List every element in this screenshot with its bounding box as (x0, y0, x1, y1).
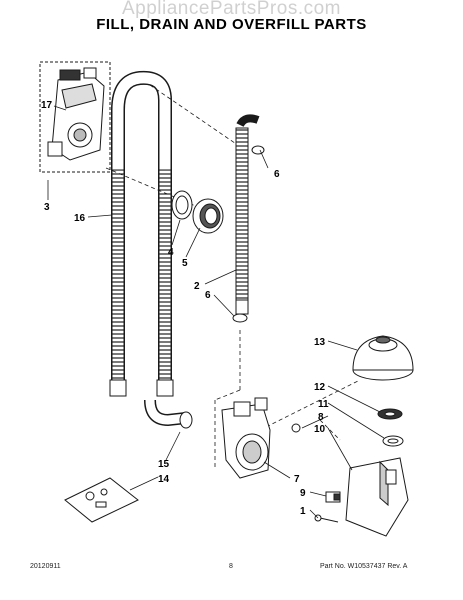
leader-lines (105, 84, 361, 470)
callout-5: 5 (182, 258, 188, 269)
footer-part-number: Part No. W10537437 Rev. A (320, 563, 408, 570)
callout-6-upper: 6 (274, 169, 280, 180)
callout-1: 1 (300, 506, 306, 517)
callout-8: 8 (318, 412, 324, 423)
float-switch-bracket (345, 457, 409, 537)
page-title: FILL, DRAIN AND OVERFILL PARTS (96, 16, 367, 33)
float-rings (377, 408, 404, 447)
callout-17: 17 (41, 100, 53, 111)
fill-hose (109, 70, 193, 429)
callout-15: 15 (158, 459, 170, 470)
callout-7: 7 (294, 474, 300, 485)
callout-13: 13 (314, 337, 326, 348)
footer-page: 8 (229, 563, 233, 570)
callout-3: 3 (44, 202, 50, 213)
seal-and-nut (171, 190, 224, 234)
callout-6-lower: 6 (205, 290, 211, 301)
switch (325, 491, 341, 503)
callout-4: 4 (168, 247, 174, 258)
parts-bag (64, 477, 139, 523)
callout-14: 14 (158, 474, 170, 485)
drain-pump (221, 397, 301, 479)
footer-date: 20120911 (30, 563, 61, 570)
vent-assembly (39, 61, 111, 173)
callout-16: 16 (74, 213, 86, 224)
callout-11: 11 (318, 399, 329, 410)
screw (314, 514, 339, 523)
callout-leaders (47, 105, 385, 519)
callout-2: 2 (194, 281, 200, 292)
callout-9: 9 (300, 488, 306, 499)
float-dome (352, 335, 414, 381)
callout-12: 12 (314, 382, 326, 393)
watermark: AppliancePartsPros.com (121, 0, 342, 19)
drain-hose (232, 114, 265, 323)
callout-10: 10 (314, 424, 326, 435)
